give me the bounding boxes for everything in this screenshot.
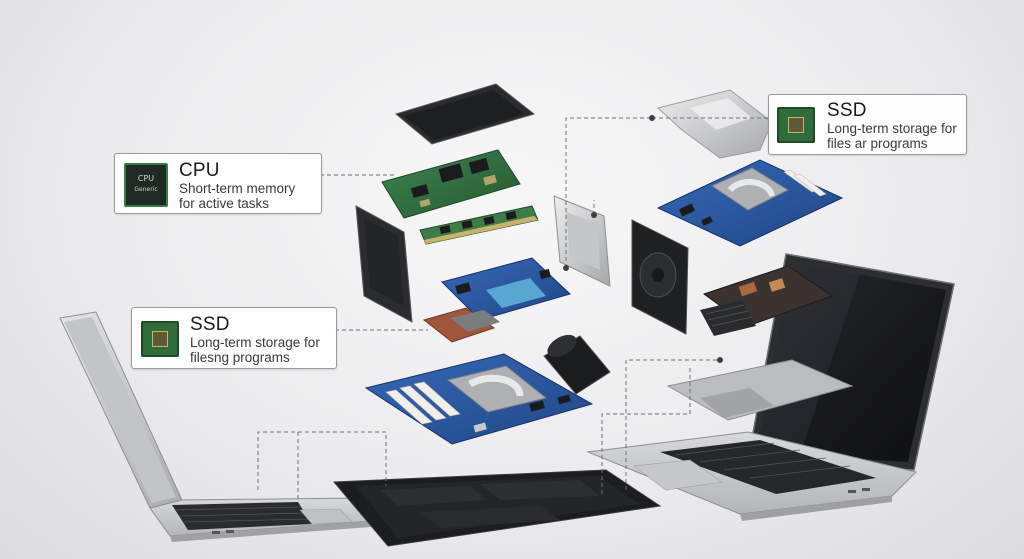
top-cover-plate xyxy=(394,83,536,145)
daughter-board xyxy=(700,265,834,336)
callout-ssd-left-desc-line1: Long-term storage for xyxy=(190,335,320,350)
callout-ssd-left: SSD Long-term storage for filesng progra… xyxy=(131,307,337,369)
ram-stick xyxy=(419,205,539,245)
cpu-chip-icon: CPU Generic xyxy=(124,163,168,207)
left-laptop xyxy=(59,311,386,542)
cpu-chip-label: CPU xyxy=(137,174,155,183)
right-laptop-screen xyxy=(756,262,946,462)
callout-ssd-right-desc-line2: files ar programs xyxy=(827,136,928,151)
callout-ssd-left-title: SSD xyxy=(190,314,230,335)
cooling-fan xyxy=(631,219,689,335)
ssd-chip-icon xyxy=(777,107,815,143)
heat-spreader xyxy=(656,89,773,159)
ssd-chip-icon xyxy=(141,321,179,357)
shield-plate xyxy=(553,195,611,287)
callout-ssd-right-desc-line1: Long-term storage for xyxy=(827,121,957,136)
callout-ssd-right-title: SSD xyxy=(827,100,867,121)
bottom-case xyxy=(332,469,662,547)
palm-rest-panel xyxy=(666,359,854,421)
motherboard xyxy=(364,353,594,445)
callout-cpu-title: CPU xyxy=(179,160,220,181)
callout-ssd-left-desc-line2: filesng programs xyxy=(190,350,290,365)
callout-cpu-desc-line2: for active tasks xyxy=(179,196,270,211)
leader-lines xyxy=(257,117,768,500)
vertical-shield-panel xyxy=(355,205,413,323)
copper-heat-pipe xyxy=(422,307,500,343)
system-board-right xyxy=(656,159,844,247)
callout-ssd-right: SSD Long-term storage for files ar progr… xyxy=(768,94,967,155)
callout-cpu: CPU Generic CPU Short-term memory for ac… xyxy=(114,153,322,214)
callout-cpu-desc-line1: Short-term memory xyxy=(179,181,296,196)
right-laptop-touchpad xyxy=(633,459,723,491)
ssd-board xyxy=(441,257,571,321)
cpu-chip-sublabel: Generic xyxy=(134,186,158,193)
left-laptop-touchpad xyxy=(299,508,353,525)
leader-dots xyxy=(563,115,723,363)
ram-board xyxy=(381,149,521,219)
right-laptop-keyboard xyxy=(660,440,876,494)
battery-cell xyxy=(543,334,611,395)
